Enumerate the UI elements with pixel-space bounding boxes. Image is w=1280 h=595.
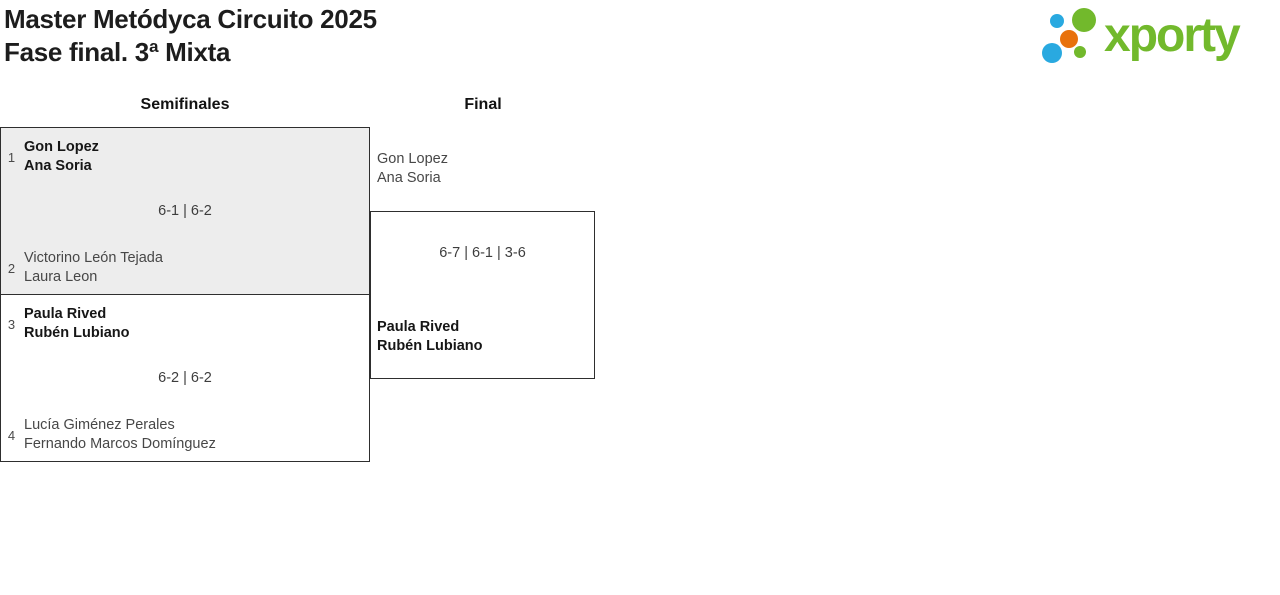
team-names: Paula Rived Rubén Lubiano bbox=[22, 305, 130, 343]
logo-dot-orange-icon bbox=[1060, 30, 1078, 48]
logo-dot-green-small-icon bbox=[1074, 46, 1086, 58]
logo-wordmark: xporty bbox=[1104, 9, 1241, 62]
round-header-semifinals: Semifinales bbox=[140, 96, 230, 113]
phase-subtitle: Fase final. 3ª Mixta bbox=[4, 37, 231, 67]
final-team2-row: Paula Rived Rubén Lubiano bbox=[377, 318, 483, 356]
player-name: Laura Leon bbox=[24, 269, 98, 285]
seed-number: 1 bbox=[7, 149, 16, 165]
tournament-title: Master Metódyca Circuito 2025 bbox=[4, 4, 377, 34]
team-names: Lucía Giménez Perales Fernando Marcos Do… bbox=[22, 416, 216, 454]
player-name: Victorino León Tejada bbox=[24, 250, 163, 266]
logo-dot-blue-small-icon bbox=[1050, 14, 1064, 28]
player-name: Paula Rived bbox=[377, 319, 460, 335]
player-name: Rubén Lubiano bbox=[377, 338, 483, 354]
xporty-logo[interactable]: xporty bbox=[1040, 0, 1280, 72]
semifinal-2-box bbox=[0, 294, 370, 462]
player-name: Ana Soria bbox=[24, 158, 92, 174]
seed-number: 2 bbox=[7, 260, 16, 276]
sf2-score: 6-2 | 6-2 bbox=[158, 370, 212, 386]
sf2-team1-row: 3 Paula Rived Rubén Lubiano bbox=[1, 305, 369, 343]
player-name: Fernando Marcos Domínguez bbox=[24, 436, 216, 452]
player-name: Lucía Giménez Perales bbox=[24, 417, 175, 433]
logo-dot-blue-large-icon bbox=[1042, 43, 1062, 63]
final-team1-row: Gon Lopez Ana Soria bbox=[377, 150, 448, 188]
round-header-final: Final bbox=[464, 96, 502, 113]
team-names: Victorino León Tejada Laura Leon bbox=[22, 249, 163, 287]
player-name: Ana Soria bbox=[377, 170, 441, 186]
player-name: Paula Rived bbox=[24, 306, 107, 322]
seed-number: 4 bbox=[7, 427, 16, 443]
semifinal-1-box bbox=[0, 127, 370, 294]
team-names: Gon Lopez Ana Soria bbox=[377, 150, 448, 188]
page-header: Master Metódyca Circuito 2025 Fase final… bbox=[4, 3, 377, 69]
seed-number: 3 bbox=[7, 316, 16, 332]
logo-dot-green-large-icon bbox=[1072, 8, 1096, 32]
player-name: Gon Lopez bbox=[377, 151, 448, 167]
team-names: Gon Lopez Ana Soria bbox=[22, 138, 99, 176]
sf1-score: 6-1 | 6-2 bbox=[158, 203, 212, 219]
team-names: Paula Rived Rubén Lubiano bbox=[377, 318, 483, 356]
final-score: 6-7 | 6-1 | 3-6 bbox=[439, 245, 526, 261]
player-name: Rubén Lubiano bbox=[24, 325, 130, 341]
sf1-team1-row: 1 Gon Lopez Ana Soria bbox=[1, 138, 369, 176]
final-match-box bbox=[370, 211, 595, 379]
sf1-team2-row: 2 Victorino León Tejada Laura Leon bbox=[1, 249, 369, 287]
player-name: Gon Lopez bbox=[24, 139, 99, 155]
sf2-team2-row: 4 Lucía Giménez Perales Fernando Marcos … bbox=[1, 416, 369, 454]
